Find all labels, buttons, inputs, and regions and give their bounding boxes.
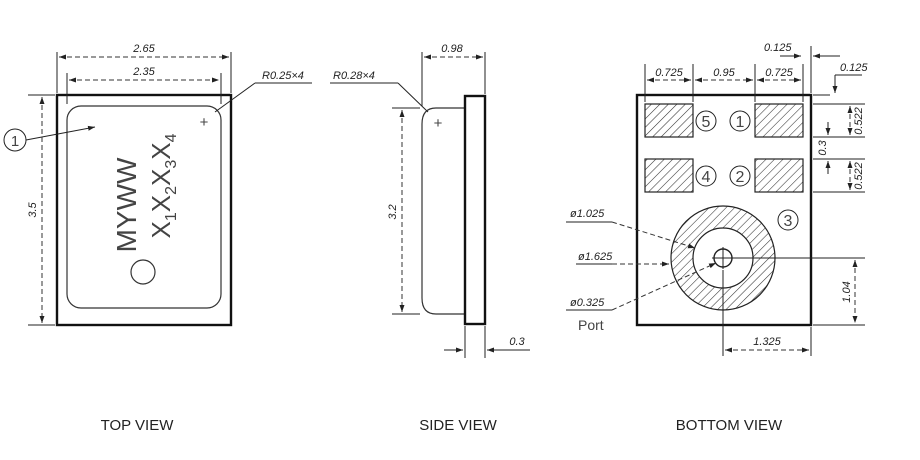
- bottom-body-outline: [635, 93, 813, 327]
- top-corner-radius: R0.25×4: [262, 70, 304, 82]
- callout-1-label: 1: [11, 133, 19, 150]
- side-base-outline: [463, 94, 487, 326]
- ring-inner-diameter: ø1.025: [570, 208, 605, 220]
- ring-outer-diameter: ø1.625: [578, 251, 613, 263]
- side-width: 0.98: [441, 43, 463, 55]
- top-view-caption: TOP VIEW: [101, 417, 175, 434]
- side-corner-radius: R0.28×4: [333, 70, 375, 82]
- top-inner-width: 2.35: [132, 66, 155, 78]
- side-cap-outline: [421, 107, 465, 315]
- marking-line2: X1X2X3X4: [146, 133, 180, 238]
- pad-label-3: 3: [784, 213, 793, 230]
- pad-gap-width: 0.95: [713, 67, 735, 79]
- marking-line1: MYWW: [111, 157, 142, 252]
- pad-label-5: 5: [702, 114, 711, 131]
- port-horizontal-offset: 1.325: [753, 336, 781, 348]
- pad-label-1: 1: [736, 114, 745, 131]
- pad-1: [754, 103, 804, 138]
- pad-label-2: 2: [736, 169, 745, 186]
- pad-gap-height: 0.3: [817, 139, 829, 155]
- pad-right-width: 0.725: [765, 67, 793, 79]
- top-view: + MYWW X1X2X3X4 1 2.65 2.35 3.5: [3, 43, 312, 434]
- top-outer-width: 2.65: [132, 43, 155, 55]
- pad-height-2: 0.522: [853, 162, 865, 190]
- bottom-view: 5 1 4 2 3 0.725 0.95 0.725 0.125 0.125: [566, 42, 868, 434]
- top-lid-outline: [66, 105, 222, 309]
- pad-4: [644, 158, 694, 193]
- port-vertical-offset: 1.04: [841, 281, 853, 302]
- side-view: + 0.98 R0.28×4 3.2 0.3 SIDE VIEW: [330, 43, 530, 434]
- side-height: 3.2: [387, 204, 399, 219]
- bottom-view-caption: BOTTOM VIEW: [676, 417, 783, 434]
- side-view-caption: SIDE VIEW: [419, 417, 497, 434]
- top-body-outline: [55, 93, 233, 327]
- port-label: Port: [578, 317, 604, 333]
- top-height: 3.5: [27, 201, 39, 217]
- right-offset: 0.125: [840, 62, 868, 74]
- port-diameter: ø0.325: [570, 297, 605, 309]
- top-offset: 0.125: [764, 42, 792, 54]
- pad-5: [644, 103, 694, 138]
- pad-height-1: 0.522: [853, 107, 865, 135]
- pad-label-4: 4: [702, 169, 711, 186]
- side-lid-thickness: 0.3: [509, 336, 525, 348]
- pin-dot-circle: [130, 259, 156, 285]
- top-pin-mark: +: [200, 114, 209, 131]
- side-pin-mark: +: [434, 115, 443, 132]
- pad-left-width: 0.725: [655, 67, 683, 79]
- pad-2: [754, 158, 804, 193]
